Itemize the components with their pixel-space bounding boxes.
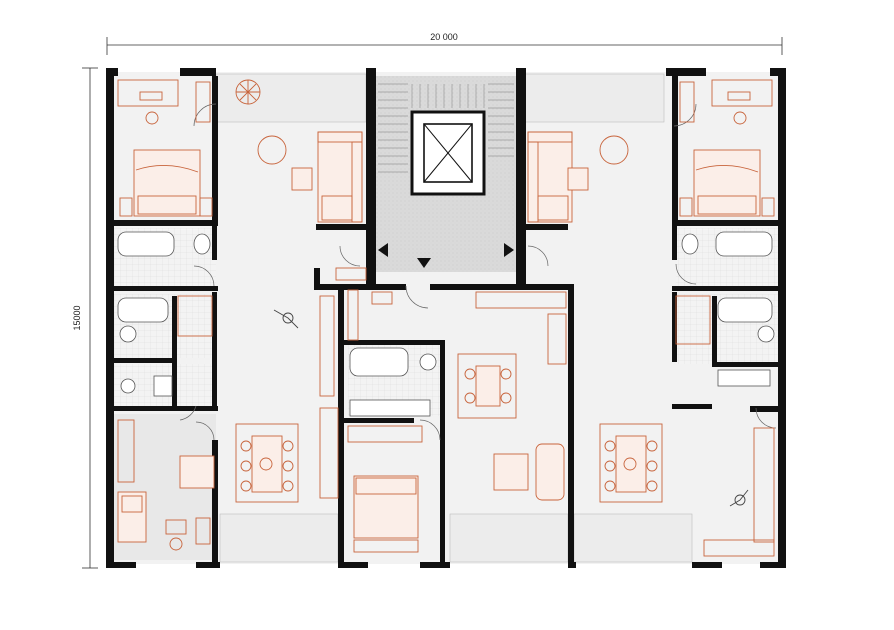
stair-direction-arrow-icon (417, 258, 431, 268)
dimension-height: 15000 (72, 67, 98, 569)
walls (106, 68, 786, 568)
height-dimension-label: 15000 (72, 305, 82, 330)
person-icon (729, 489, 749, 507)
stair-direction-arrow-icon (504, 243, 514, 257)
dining-table-left (235, 423, 299, 503)
balcony-bottom-center (449, 513, 569, 563)
dining-table-center (457, 353, 517, 419)
right-unit-furniture (527, 79, 775, 557)
double-bed-center (353, 475, 419, 553)
elevator-icon (423, 123, 473, 183)
double-bed-right (679, 149, 775, 217)
balcony-bottom-left (219, 513, 339, 563)
balcony-top-left (215, 73, 367, 123)
balcony-top-right (523, 73, 665, 123)
sofa-right (527, 131, 573, 223)
sofa-left (317, 131, 363, 223)
width-dimension-label: 20 000 (430, 32, 458, 42)
balcony-bottom-right (573, 513, 693, 563)
plant-icon (235, 79, 261, 105)
doors (179, 103, 777, 441)
central-unit-furniture (335, 267, 567, 553)
left-unit-furniture (117, 79, 363, 551)
stair-direction-arrow-icon (378, 243, 388, 257)
dimension-width: 20 000 (106, 32, 783, 55)
dining-table-right (599, 423, 663, 503)
person-icon (273, 309, 299, 329)
stairwell (378, 83, 514, 268)
double-bed-left (119, 149, 213, 217)
